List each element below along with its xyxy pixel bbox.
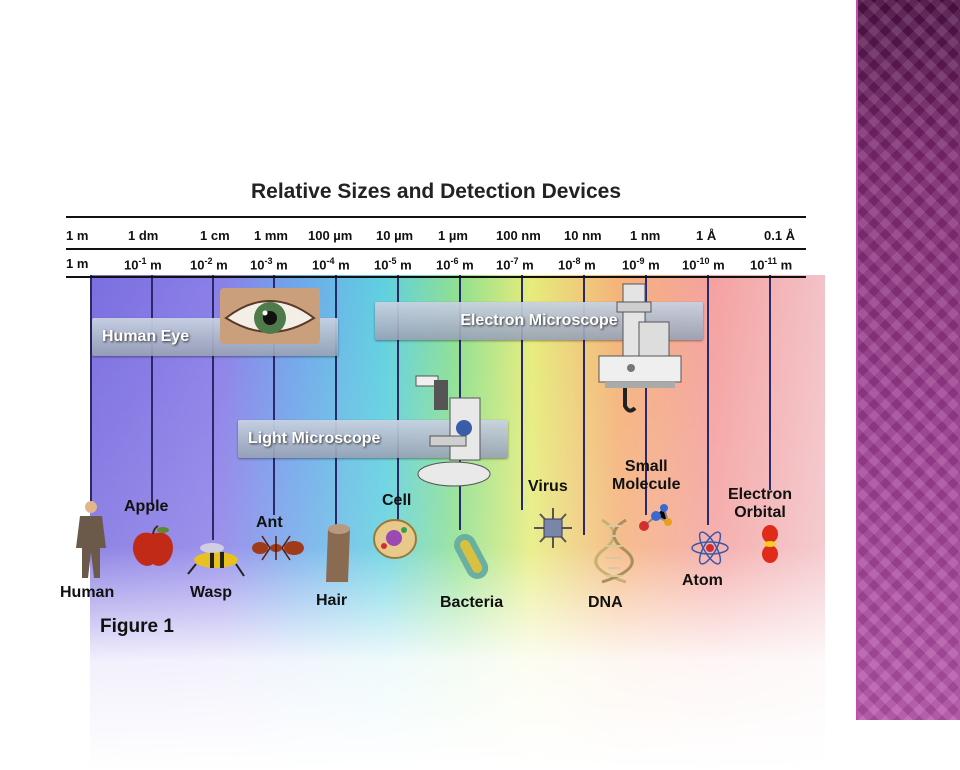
apple-label: Apple bbox=[124, 498, 169, 515]
light-microscope-icon bbox=[415, 375, 491, 487]
bacteria-label: Bacteria bbox=[440, 594, 504, 611]
length-unit-label: 100 nm bbox=[496, 228, 541, 243]
electron-microscope-icon bbox=[598, 283, 682, 413]
scale-line-top bbox=[66, 216, 806, 218]
power-unit-label: 10-10 m bbox=[682, 256, 725, 273]
figure-caption: Figure 1 bbox=[100, 616, 174, 637]
wasp-icon bbox=[187, 543, 245, 577]
scale-rows: 1 m 1 dm 1 cm 1 mm 100 µm 10 µm 1 µm 100… bbox=[60, 178, 812, 278]
relative-sizes-figure: Relative Sizes and Detection Devices 1 m… bbox=[60, 178, 825, 770]
length-unit-label: 1 dm bbox=[128, 228, 159, 243]
atom-label: Atom bbox=[682, 572, 723, 589]
length-unit-label: 0.1 Å bbox=[764, 228, 796, 243]
length-unit-label: 10 nm bbox=[564, 228, 602, 243]
power-unit-label: 10-11 m bbox=[750, 256, 793, 273]
power-unit-label: 10-1 m bbox=[124, 256, 162, 273]
hair-icon bbox=[326, 524, 350, 582]
length-unit-label: 1 nm bbox=[630, 228, 661, 243]
dna-label: DNA bbox=[588, 594, 623, 611]
atom-icon bbox=[691, 531, 729, 565]
bacteria-icon bbox=[454, 533, 489, 579]
electron-orbital-label-line2: Orbital bbox=[734, 504, 786, 521]
cell-icon bbox=[373, 519, 417, 559]
power-unit-label: 10-2 m bbox=[190, 256, 228, 273]
small-molecule-label-line1: Small bbox=[624, 458, 668, 475]
spectrum-background bbox=[90, 275, 825, 770]
human-label: Human bbox=[60, 584, 115, 601]
virus-icon bbox=[534, 508, 572, 548]
dna-icon bbox=[594, 518, 634, 584]
length-unit-label: 1 µm bbox=[438, 228, 468, 243]
power-unit-label: 10-5 m bbox=[374, 256, 412, 273]
figure-title: Relative Sizes and Detection Devices bbox=[251, 180, 621, 203]
power-unit-label: 10-3 m bbox=[250, 256, 288, 273]
human-icon bbox=[76, 501, 106, 578]
length-unit-label: 1 mm bbox=[254, 228, 288, 243]
wasp-label: Wasp bbox=[190, 584, 233, 601]
power-unit-label: 10-6 m bbox=[436, 256, 474, 273]
human-eye-label: Human Eye bbox=[102, 328, 190, 345]
decorative-side-stripe bbox=[856, 0, 960, 720]
virus-label: Virus bbox=[528, 478, 568, 495]
ant-label: Ant bbox=[256, 514, 283, 531]
small-molecule-label-line2: Molecule bbox=[612, 476, 681, 493]
length-unit-label: 100 µm bbox=[308, 228, 353, 243]
length-unit-label: 1 Å bbox=[696, 228, 717, 243]
length-unit-label: 1 cm bbox=[200, 228, 230, 243]
apple-icon bbox=[132, 525, 174, 566]
length-unit-label: 1 m bbox=[66, 228, 89, 243]
power-unit-label: 10-8 m bbox=[558, 256, 596, 273]
length-unit-label: 10 µm bbox=[376, 228, 414, 243]
cell-label: Cell bbox=[382, 492, 412, 509]
small-molecule-icon bbox=[639, 504, 672, 531]
light-microscope-label: Light Microscope bbox=[248, 430, 381, 447]
hair-label: Hair bbox=[316, 592, 348, 609]
electron-orbital-label-line1: Electron bbox=[728, 486, 793, 503]
power-unit-label: 1 m bbox=[66, 256, 89, 271]
electron-microscope-label: Electron Microscope bbox=[460, 312, 618, 329]
eye-icon bbox=[220, 288, 320, 344]
electron-orbital-icon bbox=[762, 525, 778, 563]
power-unit-label: 10-9 m bbox=[622, 256, 660, 273]
ant-icon bbox=[252, 535, 304, 561]
power-unit-label: 10-7 m bbox=[496, 256, 534, 273]
scale-line-middle bbox=[66, 248, 806, 250]
power-unit-label: 10-4 m bbox=[312, 256, 350, 273]
scale-line-bottom bbox=[66, 276, 806, 278]
